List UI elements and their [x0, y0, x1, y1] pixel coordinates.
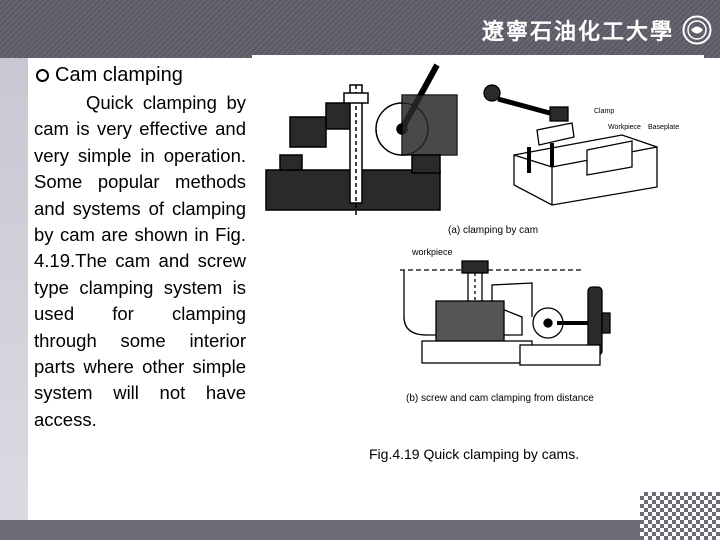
caption-b: (b) screw and cam clamping from distance — [406, 393, 594, 404]
checker-pattern — [640, 492, 720, 540]
hollow-circle-bullet-icon — [36, 68, 49, 82]
body-paragraph: Quick clamping by cam is very effective … — [34, 92, 246, 430]
slide-heading: Cam clamping — [55, 63, 183, 86]
university-name: 遼寧石油化工大學 — [481, 19, 674, 45]
screw-cam-drawing: workpiece — [400, 247, 611, 366]
label-workpiece-b: workpiece — [411, 247, 453, 257]
label-baseplate: Baseplate — [648, 124, 679, 131]
label-workpiece-a: Workpiece — [608, 124, 641, 131]
header-bar: 遼寧石油化工大學 — [0, 0, 720, 58]
figure-image: Clamp Workpiece Baseplate (a) clamping b… — [252, 55, 704, 405]
cam-section-drawing — [265, 63, 458, 215]
label-clamp: Clamp — [594, 108, 614, 115]
figure-drawing: Clamp Workpiece Baseplate (a) clamping b… — [265, 63, 679, 404]
heading-row: Cam clamping — [34, 60, 246, 90]
university-seal-icon — [682, 15, 712, 45]
cam-clamp-perspective: Clamp Workpiece Baseplate — [483, 84, 679, 206]
caption-a: (a) clamping by cam — [448, 225, 538, 236]
footer-band — [0, 520, 720, 540]
left-decorative-band — [0, 58, 28, 520]
figure-caption: Fig.4.19 Quick clamping by cams. — [369, 446, 580, 462]
text-column: Cam clamping Quick clamping by cam is ve… — [34, 60, 246, 433]
